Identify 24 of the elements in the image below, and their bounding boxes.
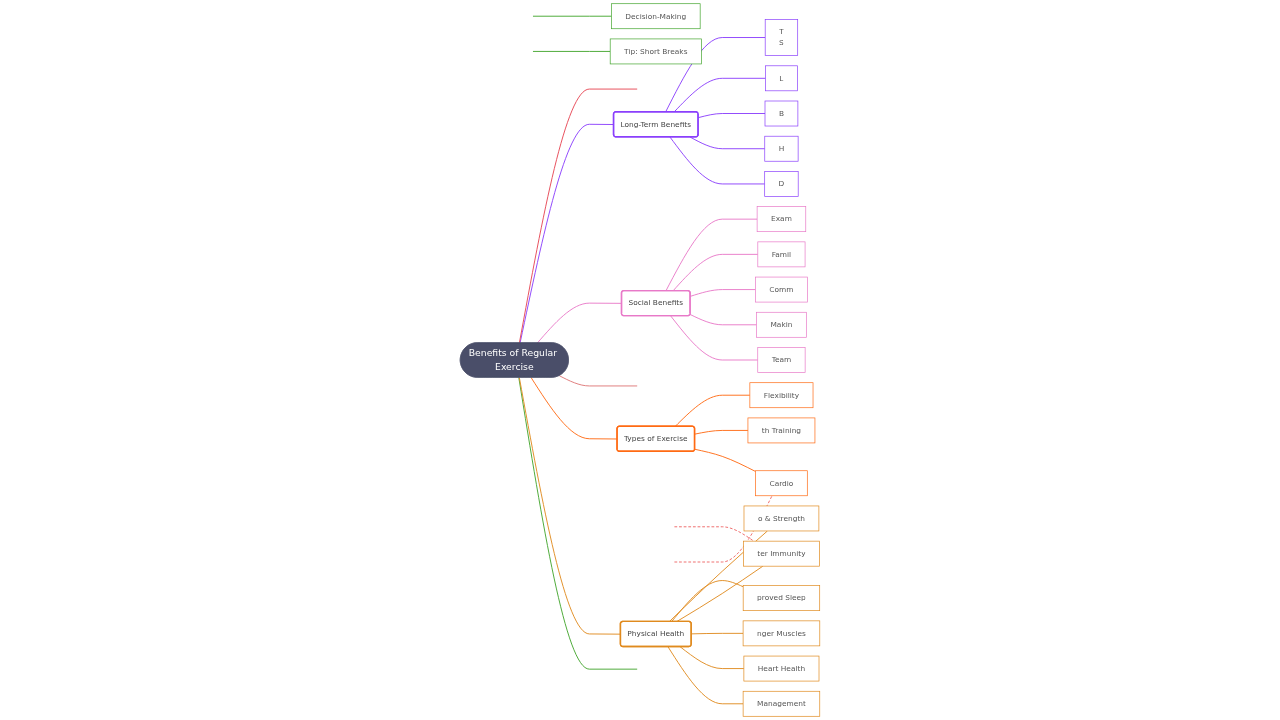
branch-line — [694, 429, 749, 435]
branch-line — [679, 646, 745, 670]
branch-line — [532, 50, 611, 52]
branch-line — [667, 646, 744, 705]
branch-line — [671, 580, 744, 623]
central-topic: Benefits of Regular Exercise — [460, 342, 569, 378]
branch-line — [518, 88, 638, 344]
branch-line — [668, 530, 768, 623]
branch-line — [518, 377, 638, 670]
branch-line — [532, 15, 612, 17]
branch-line — [689, 314, 757, 326]
branch-line — [689, 136, 766, 150]
branch-line — [674, 394, 751, 427]
branch-line — [694, 448, 757, 472]
branch-line — [672, 253, 759, 292]
branch-line — [673, 77, 766, 113]
branch-line — [530, 377, 618, 440]
branch-line — [670, 315, 759, 361]
branch-line — [676, 565, 764, 623]
branch-line — [665, 218, 758, 292]
branch-line — [673, 526, 755, 542]
branch-line — [669, 136, 766, 185]
branch-line — [665, 37, 766, 113]
branch-line — [558, 375, 638, 387]
